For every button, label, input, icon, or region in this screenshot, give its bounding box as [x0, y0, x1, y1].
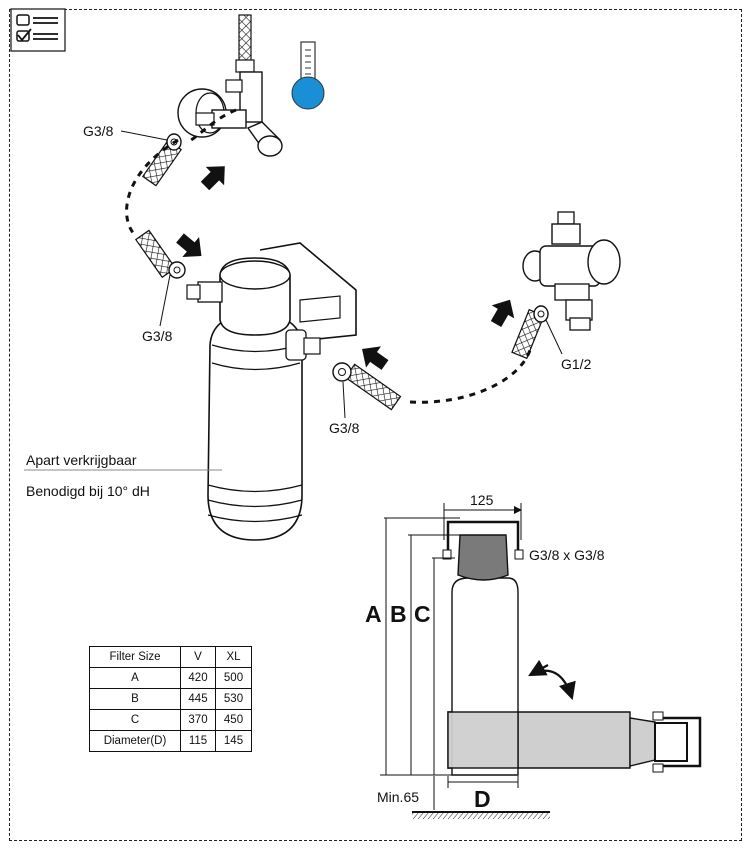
min-clearance-label: Min.65	[377, 789, 420, 805]
valve-connector-label: G1/2	[561, 356, 592, 372]
table-cell: 370	[180, 709, 216, 731]
filter-outlet-label: G3/8	[329, 420, 360, 436]
table-cell: C	[89, 709, 181, 731]
table-cell: B	[89, 688, 181, 710]
table-row: C 370 450	[89, 709, 252, 731]
cold-water-thermometer-icon	[291, 41, 325, 110]
top-hose	[141, 133, 183, 187]
head-width-label: 125	[470, 492, 494, 508]
table-cell: 530	[215, 688, 252, 710]
table-cell: Diameter(D)	[89, 730, 181, 752]
table-cell: A	[89, 667, 181, 689]
dimension-drawing	[380, 503, 702, 819]
table-header-cell: V	[180, 646, 216, 668]
filter-size-table: Filter Size V XL A 420 500 B 445 530 C 3…	[89, 646, 252, 752]
dashed-frame	[9, 9, 742, 841]
hose-route-top	[125, 138, 179, 237]
direction-arrow-icon	[176, 166, 515, 370]
table-cell: 445	[180, 688, 216, 710]
head-thread-label: G3/8 x G3/8	[529, 547, 605, 563]
inlet-connector-label: G3/8	[83, 123, 114, 139]
table-row: Diameter(D) 115 145	[89, 730, 252, 752]
required-hardness-note: Benodigd bij 10° dH	[26, 483, 150, 499]
filter-inlet-label: G3/8	[142, 328, 173, 344]
checklist-icon	[10, 8, 66, 52]
dimension-a-letter: A	[365, 601, 382, 627]
table-row: A 420 500	[89, 667, 252, 689]
middle-hose	[134, 229, 186, 279]
dimension-d-letter: D	[474, 786, 491, 812]
table-cell: 500	[215, 667, 252, 689]
table-cell: 420	[180, 667, 216, 689]
valve-hose	[511, 305, 549, 360]
filter-assembly	[186, 242, 357, 541]
angle-valve	[177, 14, 283, 158]
tee-valve	[522, 211, 621, 331]
table-row: B 445 530	[89, 688, 252, 710]
dimension-c-letter: C	[414, 601, 431, 627]
table-cell: 145	[215, 730, 252, 752]
table-header-row: Filter Size V XL	[89, 646, 252, 668]
table-header-cell: Filter Size	[89, 646, 181, 668]
table-header-cell: XL	[215, 646, 252, 668]
dimension-b-letter: B	[390, 601, 407, 627]
hose-route-bottom	[409, 349, 532, 404]
table-cell: 115	[180, 730, 216, 752]
sold-separately-note: Apart verkrijgbaar	[26, 452, 137, 468]
outlet-hose	[332, 362, 402, 411]
table-cell: 450	[215, 709, 252, 731]
hose-route-inlet	[187, 108, 237, 144]
